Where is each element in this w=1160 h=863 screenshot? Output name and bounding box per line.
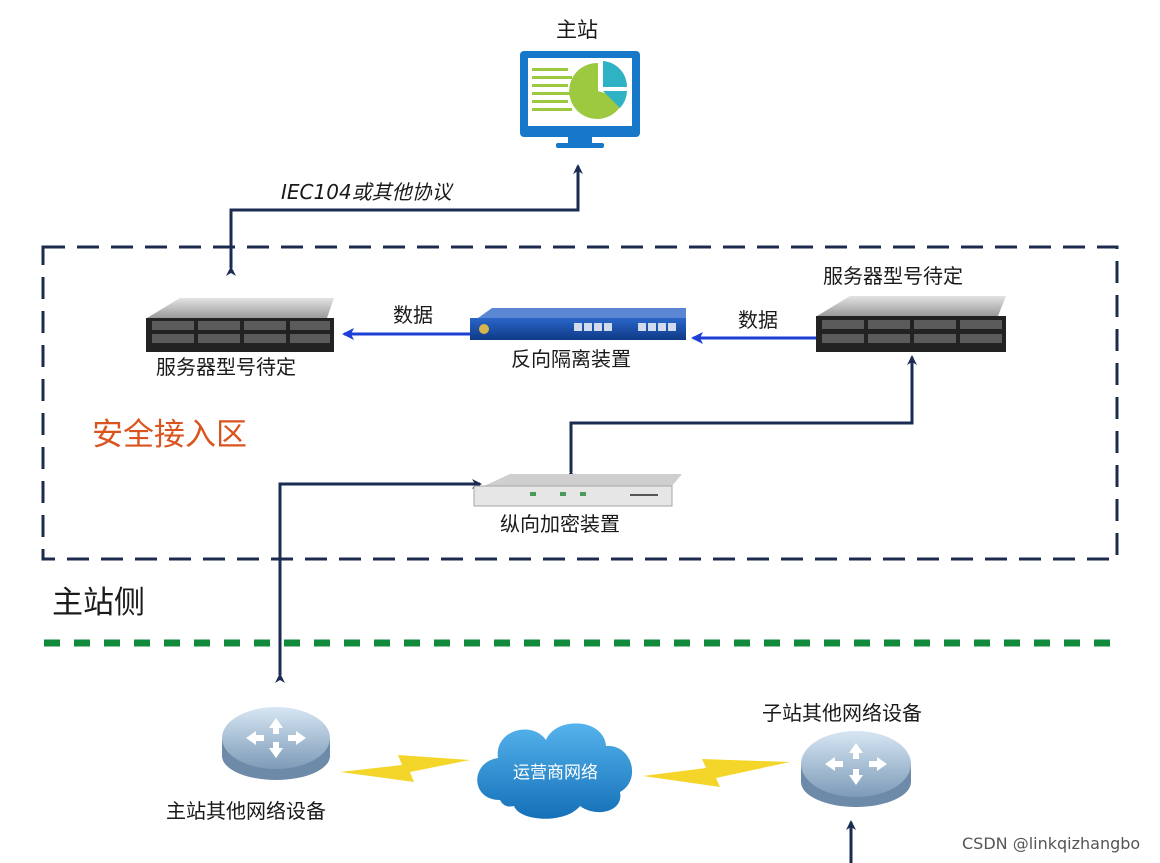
- encryption-appliance-icon: [473, 474, 682, 507]
- server-left-label: 服务器型号待定: [156, 355, 296, 379]
- lightning-link-right: [643, 759, 790, 787]
- carrier-network-label: 运营商网络: [513, 763, 598, 783]
- cloud-icon: [477, 723, 633, 819]
- rack-server-icon: [146, 298, 334, 352]
- router-encryption-link: [275, 479, 482, 683]
- watermark-text: CSDN @linkqizhangbo: [962, 834, 1141, 853]
- server-right-label: 服务器型号待定: [823, 264, 963, 288]
- master-station-label: 主站: [556, 18, 598, 42]
- protocol-link-arrow: [226, 164, 583, 276]
- encryption-device-label: 纵向加密装置: [500, 512, 620, 536]
- data-label-right: 数据: [738, 308, 778, 332]
- master-side-title: 主站侧: [52, 585, 145, 621]
- monitor-pie-chart-icon: [520, 51, 640, 148]
- data-label-left: 数据: [393, 303, 433, 327]
- lightning-link-left: [340, 755, 470, 782]
- isolation-device-label: 反向隔离装置: [511, 347, 631, 371]
- master-network-device-label: 主站其他网络设备: [166, 799, 326, 823]
- network-appliance-icon: [470, 308, 686, 340]
- substation-network-device-label: 子站其他网络设备: [762, 701, 922, 725]
- encryption-server-link: [566, 355, 917, 480]
- router-icon: [801, 731, 911, 807]
- rack-server-icon: [816, 296, 1006, 352]
- router-icon: [222, 707, 330, 780]
- protocol-label: IEC104或其他协议: [281, 180, 452, 204]
- secure-access-zone-title: 安全接入区: [92, 417, 247, 453]
- secure-access-zone-border: [41, 245, 1119, 561]
